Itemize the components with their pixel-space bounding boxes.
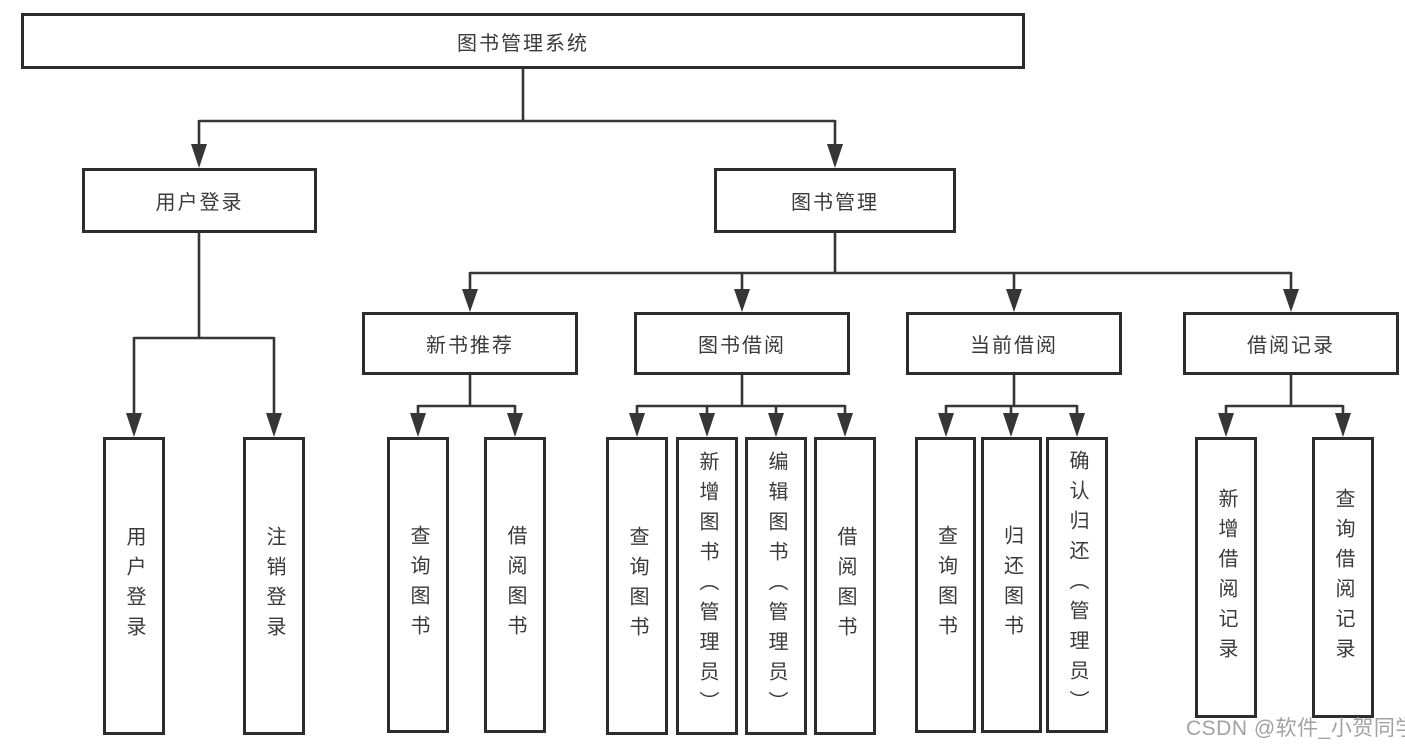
- arrow-down-icon: [837, 413, 853, 437]
- arrow-down-icon: [1069, 413, 1085, 437]
- arrow-down-icon: [507, 413, 523, 437]
- arrow-down-icon: [1003, 413, 1019, 437]
- node-borrowing-records: 借阅记录: [1183, 312, 1399, 375]
- connector-line: [635, 375, 847, 415]
- arrow-down-icon: [1283, 289, 1299, 312]
- node-label: 用户登录: [155, 192, 244, 214]
- arrow-down-icon: [266, 413, 282, 437]
- connector-line: [132, 233, 276, 415]
- leaf-label: 归还图书: [1000, 525, 1023, 645]
- leaf-query-books-current: 查询图书: [915, 437, 976, 733]
- node-label: 图书管理系统: [457, 32, 589, 55]
- leaf-label: 确认归还（管理员）: [1066, 450, 1088, 720]
- leaf-label: 借阅图书: [504, 525, 526, 645]
- node-label: 当前借阅: [970, 335, 1058, 357]
- arrow-down-icon: [191, 144, 207, 168]
- arrow-down-icon: [1335, 413, 1351, 437]
- leaf-user-login: 用户登录: [103, 437, 165, 735]
- leaf-borrow-books-borrowing: 借阅图书: [814, 437, 876, 735]
- leaf-borrow-books-recommend: 借阅图书: [484, 437, 546, 733]
- node-label: 图书管理: [791, 192, 879, 214]
- leaf-label: 编辑图书（管理员）: [765, 451, 787, 721]
- arrow-down-icon: [938, 413, 954, 437]
- connector-user-login-to-leaves: [126, 233, 282, 437]
- connector-line: [468, 233, 1293, 291]
- leaf-label: 查询图书: [934, 525, 957, 645]
- connector-line: [197, 69, 837, 146]
- leaf-add-borrow-record: 新增借阅记录: [1195, 437, 1257, 718]
- arrow-down-icon: [126, 413, 142, 437]
- arrow-down-icon: [1006, 289, 1022, 312]
- connector-line: [944, 375, 1079, 415]
- leaf-query-books-recommend: 查询图书: [387, 437, 449, 733]
- leaf-label: 借阅图书: [834, 526, 856, 646]
- leaf-return-book: 归还图书: [981, 437, 1042, 733]
- leaf-label: 注销登录: [263, 526, 285, 646]
- node-book-borrowing: 图书借阅: [634, 312, 850, 375]
- leaf-label: 查询图书: [407, 525, 429, 645]
- connector-book-management-to-level3: [462, 233, 1299, 312]
- leaf-query-borrow-record: 查询借阅记录: [1312, 437, 1374, 718]
- leaf-confirm-return-admin: 确认归还（管理员）: [1046, 437, 1108, 733]
- connector-line: [416, 375, 517, 415]
- connector-book-borrowing-to-leaves: [629, 375, 853, 437]
- arrow-down-icon: [410, 413, 426, 437]
- csdn-watermark: CSDN @软件_小贺同学: [1186, 717, 1405, 740]
- leaf-label: 用户登录: [123, 526, 145, 646]
- node-library-management-system: 图书管理系统: [21, 13, 1025, 69]
- leaf-label: 查询借阅记录: [1332, 487, 1354, 668]
- leaf-query-books-borrowing: 查询图书: [606, 437, 668, 735]
- leaf-label: 新增借阅记录: [1215, 487, 1237, 668]
- connector-borrowing-records-to-leaves: [1218, 375, 1351, 437]
- node-book-management: 图书管理: [714, 168, 956, 233]
- leaf-add-book-admin: 新增图书（管理员）: [676, 437, 738, 735]
- node-user-login: 用户登录: [82, 168, 317, 233]
- leaf-label: 查询图书: [626, 526, 648, 646]
- leaf-edit-book-admin: 编辑图书（管理员）: [745, 437, 807, 735]
- leaf-label: 新增图书（管理员）: [696, 451, 718, 721]
- connector-current-borrowing-to-leaves: [938, 375, 1085, 437]
- arrow-down-icon: [462, 289, 478, 312]
- leaf-logout: 注销登录: [243, 437, 305, 735]
- connector-new-book-recommendation-to-leaves: [410, 375, 523, 437]
- node-label: 借阅记录: [1247, 335, 1335, 357]
- connector-root-to-level2: [191, 69, 843, 168]
- arrow-down-icon: [768, 413, 784, 437]
- node-current-borrowing: 当前借阅: [906, 312, 1122, 375]
- arrow-down-icon: [1218, 413, 1234, 437]
- arrow-down-icon: [699, 413, 715, 437]
- arrow-down-icon: [629, 413, 645, 437]
- node-label: 图书借阅: [698, 335, 786, 357]
- arrow-down-icon: [827, 144, 843, 168]
- arrow-down-icon: [734, 289, 750, 312]
- connector-line: [1224, 375, 1345, 415]
- node-new-book-recommendation: 新书推荐: [362, 312, 578, 375]
- node-label: 新书推荐: [426, 335, 514, 357]
